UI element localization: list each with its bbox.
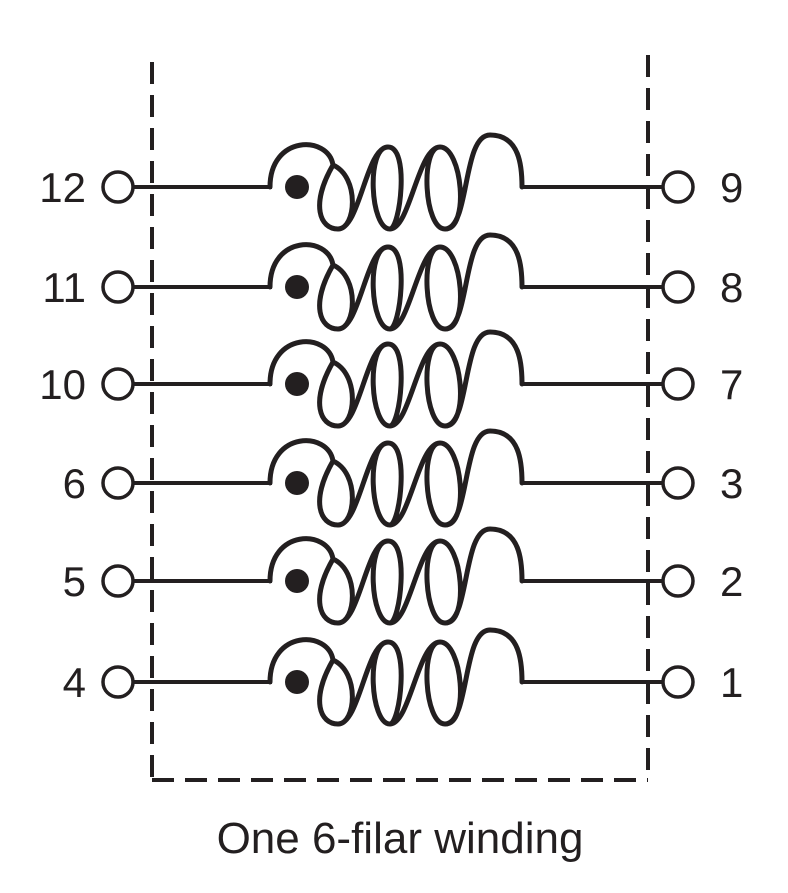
left-terminal — [101, 665, 135, 699]
polarity-dot — [285, 471, 309, 495]
left-pin-label: 12 — [39, 164, 86, 211]
left-terminal — [101, 170, 135, 204]
left-pin-label: 4 — [63, 659, 86, 706]
right-terminal — [661, 466, 695, 500]
left-pin-label: 6 — [63, 460, 86, 507]
right-pin-label: 1 — [720, 659, 743, 706]
left-terminal — [101, 367, 135, 401]
coil-winding — [267, 329, 525, 429]
winding-row: 11 8 — [42, 232, 743, 332]
winding-row: 12 9 — [39, 132, 743, 232]
right-pin-label: 9 — [720, 164, 743, 211]
polarity-dot — [285, 670, 309, 694]
winding-row: 10 7 — [39, 329, 743, 429]
coil-winding — [267, 232, 525, 332]
left-pin-label: 11 — [42, 264, 86, 311]
enclosure-dashed-box — [150, 55, 650, 782]
right-pin-label: 2 — [720, 558, 743, 605]
coil-winding — [267, 428, 525, 528]
right-terminal — [661, 665, 695, 699]
left-terminal — [101, 270, 135, 304]
right-terminal — [661, 270, 695, 304]
right-pin-label: 8 — [720, 264, 743, 311]
right-terminal — [661, 170, 695, 204]
coil-winding — [267, 627, 525, 727]
diagram-caption: One 6-filar winding — [217, 814, 584, 863]
polarity-dot — [285, 372, 309, 396]
right-pin-label: 7 — [720, 361, 743, 408]
right-pin-label: 3 — [720, 460, 743, 507]
coil-winding — [267, 132, 525, 232]
right-terminal — [661, 367, 695, 401]
left-pin-label: 5 — [63, 558, 86, 605]
polarity-dot — [285, 175, 309, 199]
left-terminal — [101, 466, 135, 500]
polarity-dot — [285, 275, 309, 299]
left-terminal — [101, 564, 135, 598]
right-terminal — [661, 564, 695, 598]
coil-winding — [267, 526, 525, 626]
left-pin-label: 10 — [39, 361, 86, 408]
polarity-dot — [285, 569, 309, 593]
